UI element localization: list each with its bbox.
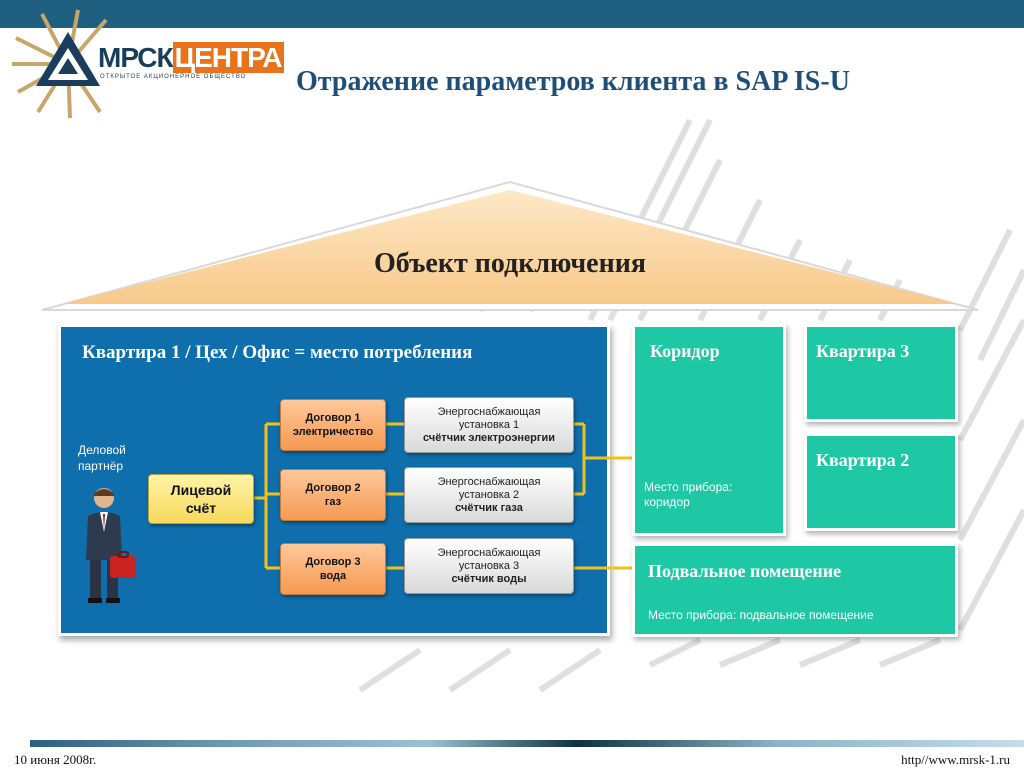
footer-date: 10 июня 2008г.: [14, 752, 97, 767]
apartment-2-title: Квартира 2: [816, 450, 910, 470]
panel-title: Квартира 1 / Цех / Офис = место потребле…: [82, 342, 473, 363]
logo-wordmark: МРСКЦЕНТРА: [98, 42, 284, 73]
business-partner-icon: [86, 488, 136, 603]
footer-bar: [30, 740, 1024, 747]
logo-sunburst-icon: [12, 9, 108, 119]
basement-title: Подвальное помещение: [648, 561, 842, 581]
apartment-2-tile: [804, 433, 958, 531]
top-bar: [0, 0, 1024, 28]
installation-gas-box: Энергоснабжающая установка 2 счётчик газ…: [404, 467, 574, 523]
basement-tile: [632, 543, 958, 637]
logo-subtitle: ОТКРЫТОЕ АКЦИОНЕРНОЕ ОБЩЕСТВО: [100, 74, 247, 80]
apartment-3-tile: [804, 324, 958, 422]
apartment-3-title: Квартира 3: [816, 341, 910, 361]
corridor-title: Коридор: [650, 341, 720, 361]
page-title: Отражение параметров клиента в SAP IS-U: [296, 66, 850, 97]
roof-label: Объект подключения: [373, 248, 646, 279]
installation-water-box: Энергоснабжающая установка 3 счётчик вод…: [404, 538, 574, 594]
installation-electricity-box: Энергоснабжающая установка 1 счётчик эле…: [404, 397, 574, 453]
basement-meter-location: Место прибора: подвальное помещение: [648, 608, 874, 622]
footer-url: http//www.mrsk-1.ru: [901, 752, 1010, 767]
corridor-tile: [632, 324, 786, 536]
corridor-meter-location: Место прибора: коридор: [644, 480, 733, 509]
business-partner-label: Деловой партнёр: [78, 443, 126, 473]
